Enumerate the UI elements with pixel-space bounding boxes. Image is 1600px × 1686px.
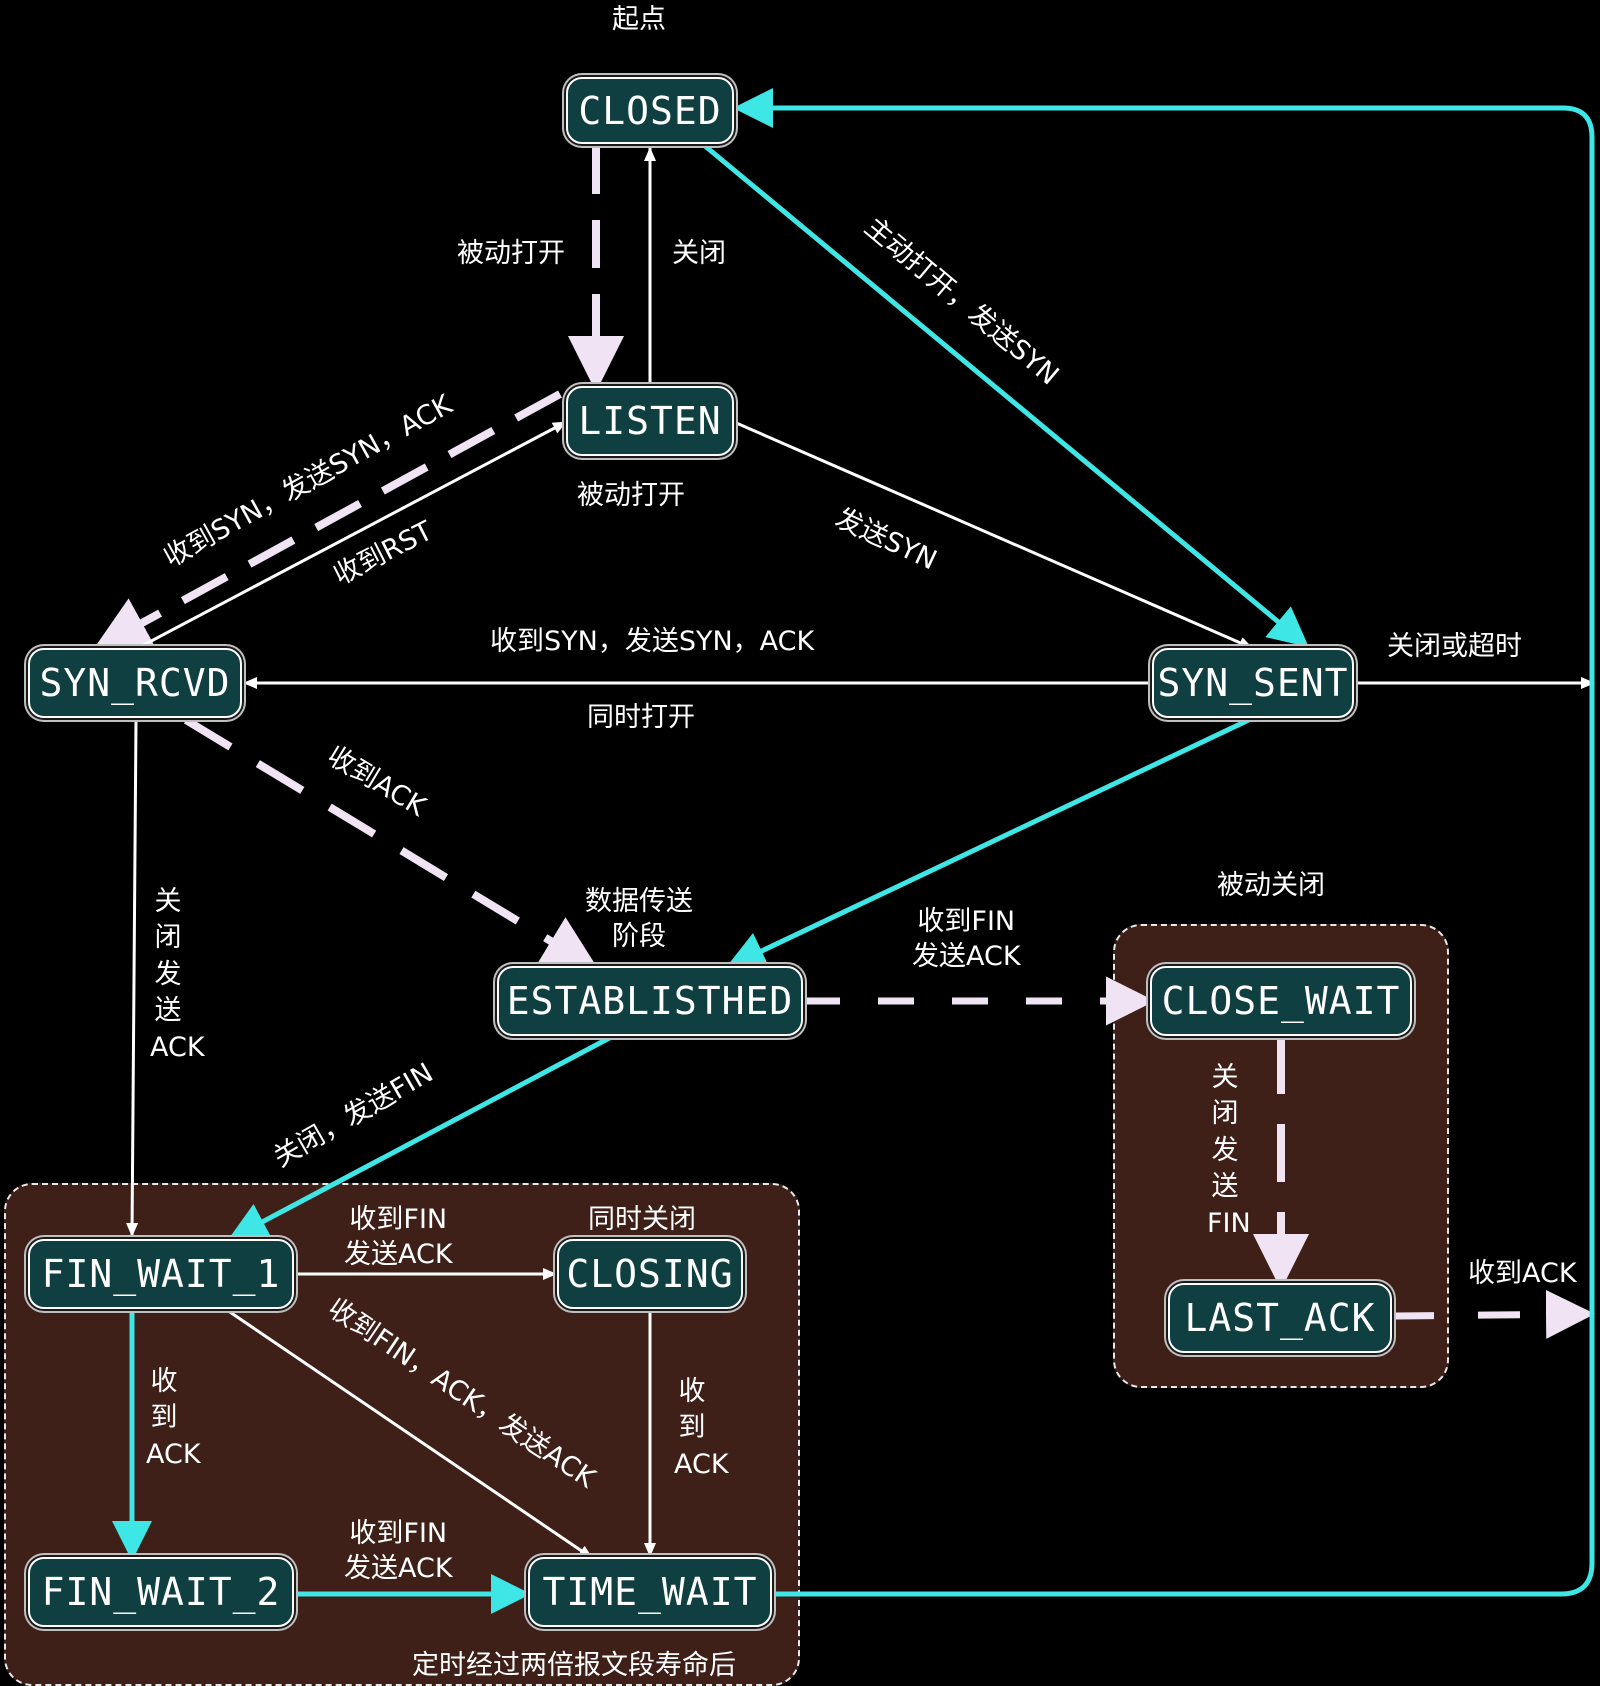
label-listen-to-closed: 关闭 [672, 238, 726, 269]
label-established-to-close-wait: 收到FIN 发送ACK [912, 906, 1021, 973]
label-syn-sent-to-syn-rcvd: 收到SYN，发送SYN，ACK [490, 626, 815, 657]
edge-syn-rcvd-to-established [183, 716, 599, 971]
edge-listen-to-syn-sent [733, 420, 1253, 650]
edge-listen-to-syn-rcvd [92, 390, 562, 650]
edge-established-to-fin-wait-1 [227, 1032, 617, 1241]
label-simultaneous-open: 同时打开 [587, 702, 695, 733]
label-time-wait-to-closed: 定时经过两倍报文段寿命后 [412, 1650, 736, 1681]
label-listen-passive-open: 被动打开 [577, 480, 685, 511]
state-syn-sent: SYN_SENT [1152, 648, 1354, 718]
state-listen: LISTEN [566, 386, 734, 456]
state-last-ack: LAST_ACK [1168, 1283, 1392, 1353]
state-fin-wait-1: FIN_WAIT_1 [28, 1239, 294, 1309]
label-fin-wait-1-to-fin-wait-2: 收到ACK [146, 1366, 201, 1470]
label-syn-sent-timeout: 关闭或超时 [1387, 631, 1522, 662]
state-closed: CLOSED [566, 77, 734, 144]
edge-last-ack-to-closed [1391, 1289, 1595, 1339]
label-simultaneous-close: 同时关闭 [588, 1204, 696, 1235]
state-closing: CLOSING [557, 1239, 743, 1309]
start-label: 起点 [612, 4, 666, 35]
label-closed-to-listen: 被动打开 [457, 238, 565, 269]
label-close-wait-to-last-ack: 关闭发送FIN [1207, 1062, 1251, 1239]
label-data-transfer: 数据传送 阶段 [585, 886, 693, 953]
state-close-wait: CLOSE_WAIT [1150, 966, 1412, 1036]
edge-time-wait-to-closed [733, 88, 1595, 1597]
edge-fin-wait-1-to-time-wait [223, 1306, 593, 1560]
state-time-wait: TIME_WAIT [528, 1557, 772, 1627]
state-syn-rcvd: SYN_RCVD [28, 648, 242, 718]
label-passive-close: 被动关闭 [1217, 870, 1325, 901]
label-fin-wait-2-to-time-wait: 收到FIN 发送ACK [344, 1518, 453, 1585]
label-fin-wait-1-to-closing: 收到FIN 发送ACK [344, 1204, 453, 1271]
label-closing-to-time-wait: 收到ACK [674, 1376, 729, 1480]
state-fin-wait-2: FIN_WAIT_2 [28, 1557, 294, 1627]
label-last-ack-to-closed: 收到ACK [1468, 1258, 1577, 1289]
edge-syn-rcvd-to-listen [137, 420, 567, 650]
edge-syn-sent-to-established [725, 714, 1257, 970]
state-established: ESTABLISTHED [497, 966, 803, 1036]
edge-syn-rcvd-to-fin-wait-1 [126, 719, 139, 1237]
edge-closed-to-syn-sent [703, 144, 1309, 648]
label-syn-rcvd-to-fin-wait-1: 关闭发送ACK [150, 886, 205, 1063]
